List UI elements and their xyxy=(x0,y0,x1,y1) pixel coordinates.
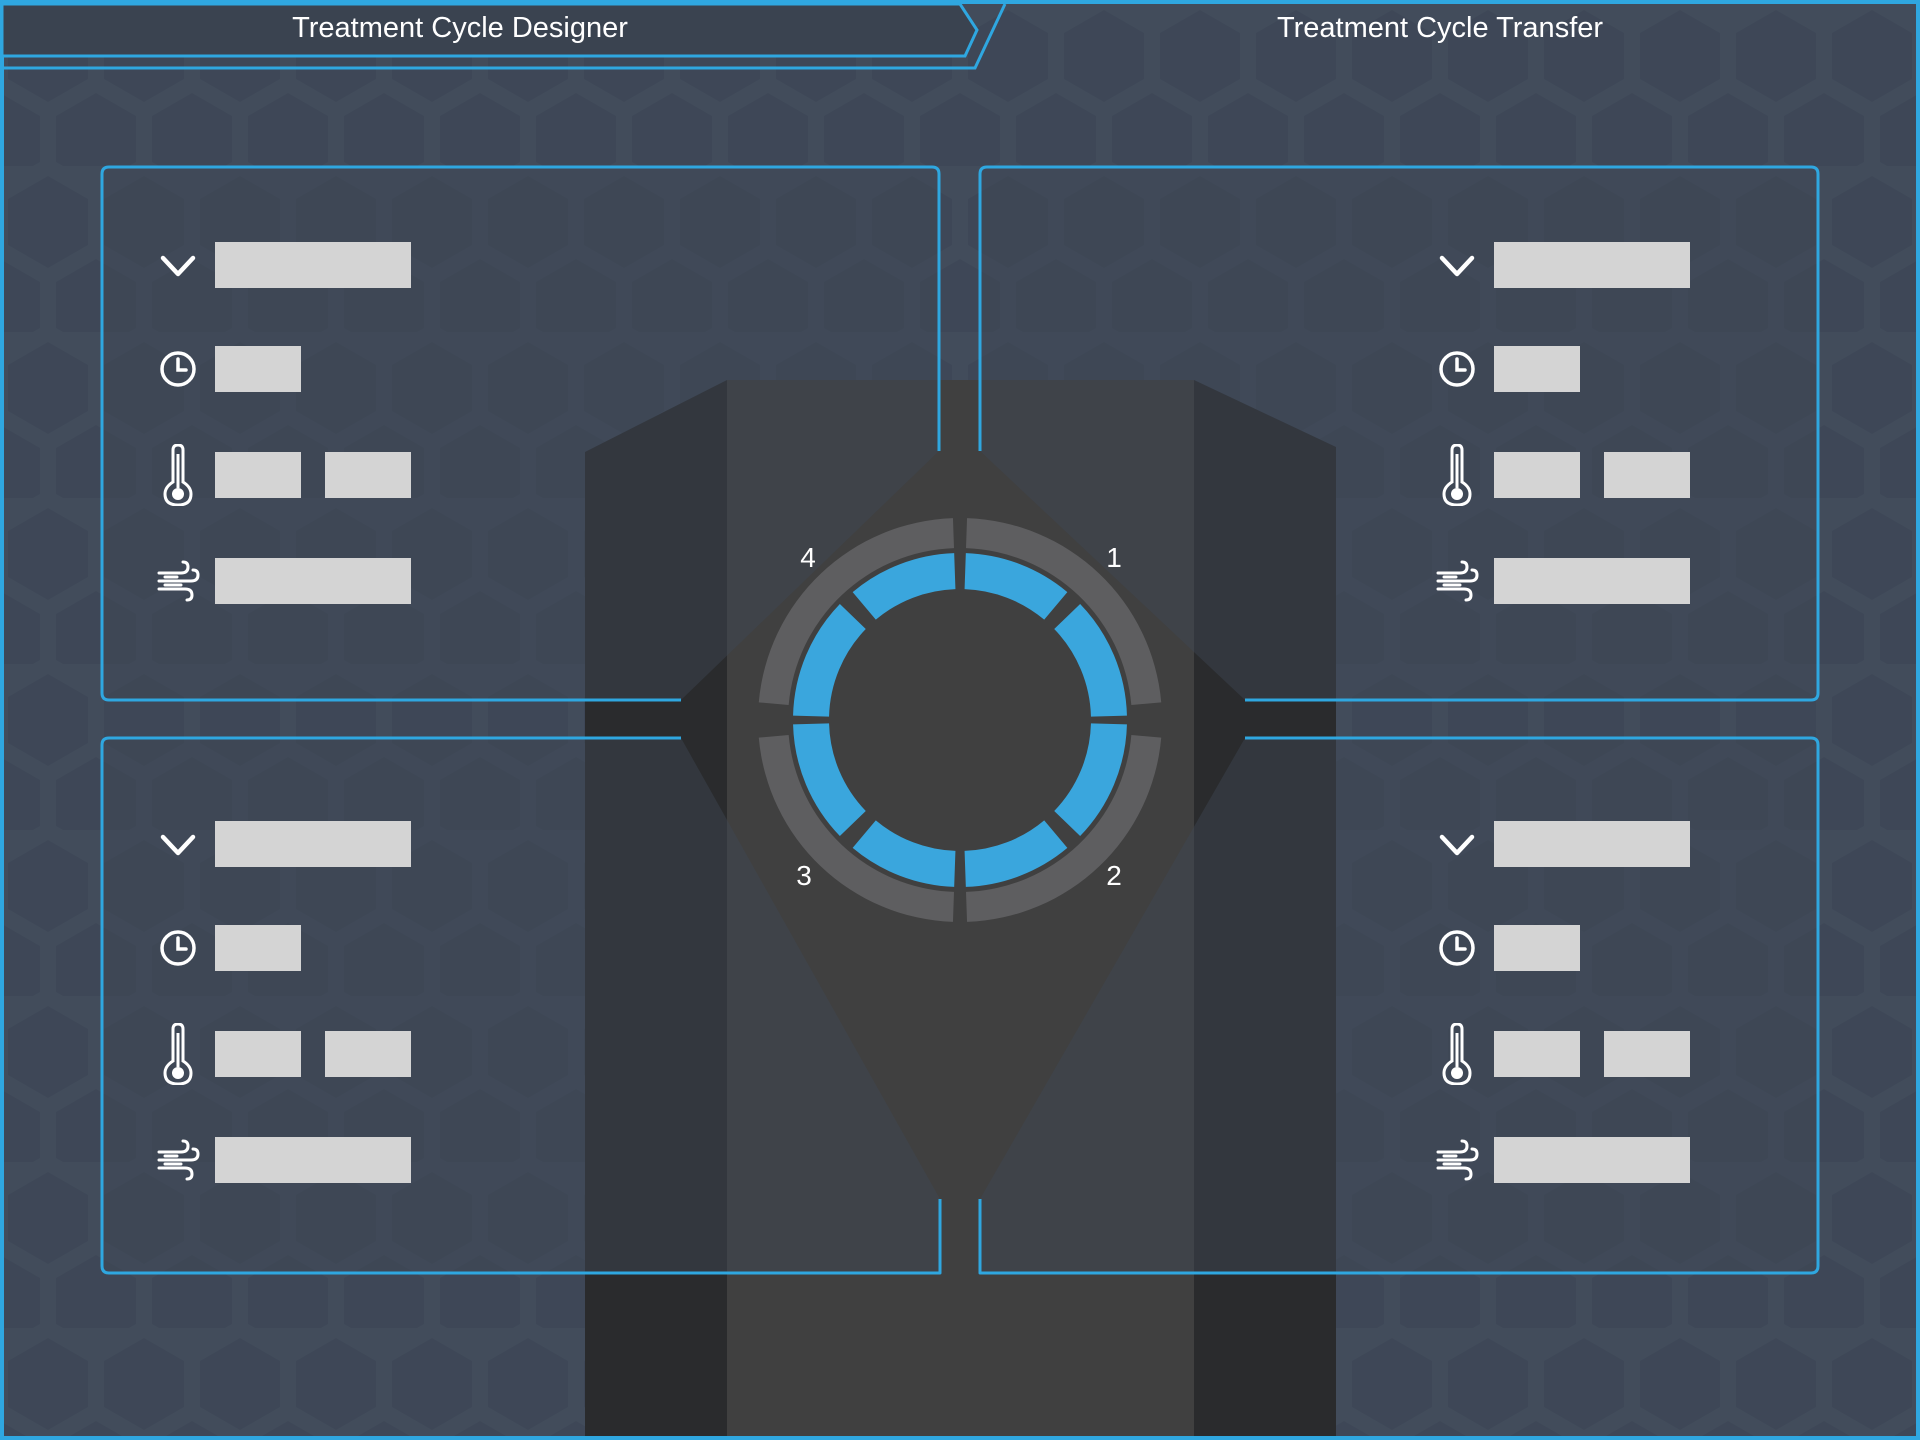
chevron-down-row xyxy=(1434,821,1694,867)
ring-segment-1[interactable] xyxy=(793,603,866,717)
duration-field[interactable] xyxy=(1494,925,1580,971)
chevron-down-icon[interactable] xyxy=(1434,242,1480,288)
thermometer-row xyxy=(1434,1023,1694,1085)
chevron-down-icon[interactable] xyxy=(155,242,201,288)
outer-arc-zone-3[interactable] xyxy=(758,734,954,922)
chevron-down-row xyxy=(155,821,415,867)
clock-icon xyxy=(1434,346,1480,392)
zone-label-1: 1 xyxy=(1106,542,1122,573)
zone-label-3: 3 xyxy=(796,860,812,891)
duration-field[interactable] xyxy=(1494,346,1580,392)
tab-designer-shape[interactable] xyxy=(0,2,979,58)
temp-min-field[interactable] xyxy=(215,452,301,498)
temp-max-field[interactable] xyxy=(1604,452,1690,498)
temp-min-field[interactable] xyxy=(215,1031,301,1077)
wind-row xyxy=(1434,1137,1694,1183)
chevron-down-row xyxy=(155,242,415,288)
zone-label-2: 2 xyxy=(1106,860,1122,891)
clock-icon xyxy=(155,346,201,392)
tab-treatment-cycle-transfer[interactable]: Treatment Cycle Transfer xyxy=(1276,12,1604,44)
ring-segment-4[interactable] xyxy=(1054,603,1127,717)
temp-min-field[interactable] xyxy=(1494,1031,1580,1077)
thermometer-icon xyxy=(1434,444,1480,506)
device-left-side xyxy=(585,380,727,1440)
thermometer-row xyxy=(1434,444,1694,506)
thermometer-row xyxy=(155,1023,415,1085)
wind-row xyxy=(155,1137,415,1183)
wind-row xyxy=(155,558,415,604)
wind-icon xyxy=(155,558,201,604)
thermometer-row xyxy=(155,444,415,506)
mode-dropdown[interactable] xyxy=(215,821,411,867)
clock-row xyxy=(1434,346,1694,392)
outer-arc-zone-2[interactable] xyxy=(966,734,1162,922)
clock-row xyxy=(155,925,415,971)
ring-segment-5[interactable] xyxy=(1054,723,1127,837)
thermometer-icon xyxy=(155,1023,201,1085)
wind-icon xyxy=(1434,1137,1480,1183)
tab-underline xyxy=(2,3,1007,70)
clock-row xyxy=(155,346,415,392)
thermometer-icon xyxy=(1434,1023,1480,1085)
mode-dropdown[interactable] xyxy=(215,242,411,288)
device-front xyxy=(727,380,1194,1440)
ring-segment-6[interactable] xyxy=(964,820,1068,887)
temp-max-field[interactable] xyxy=(1604,1031,1690,1077)
thermometer-icon xyxy=(155,444,201,506)
mode-dropdown[interactable] xyxy=(1494,821,1690,867)
airflow-field[interactable] xyxy=(1494,558,1690,604)
chevron-down-icon[interactable] xyxy=(155,821,201,867)
ring-segment-7[interactable] xyxy=(852,820,956,887)
wind-icon xyxy=(155,1137,201,1183)
clock-row xyxy=(1434,925,1694,971)
clock-icon xyxy=(1434,925,1480,971)
temp-min-field[interactable] xyxy=(1494,452,1580,498)
duration-field[interactable] xyxy=(215,346,301,392)
ring-segment-2[interactable] xyxy=(852,553,956,620)
device-right-side xyxy=(1194,380,1336,1440)
tab-treatment-cycle-designer[interactable]: Treatment Cycle Designer xyxy=(292,12,628,44)
ring-segment-3[interactable] xyxy=(964,553,1068,620)
zone-label-4: 4 xyxy=(800,542,816,573)
wind-icon xyxy=(1434,558,1480,604)
zone-dial xyxy=(758,518,1162,922)
chevron-down-row xyxy=(1434,242,1694,288)
outer-arc-zone-1[interactable] xyxy=(966,518,1162,706)
chevron-down-icon[interactable] xyxy=(1434,821,1480,867)
clock-icon xyxy=(155,925,201,971)
outer-arc-zone-4[interactable] xyxy=(758,518,954,706)
temp-max-field[interactable] xyxy=(325,452,411,498)
mode-dropdown[interactable] xyxy=(1494,242,1690,288)
airflow-field[interactable] xyxy=(1494,1137,1690,1183)
temp-max-field[interactable] xyxy=(325,1031,411,1077)
ring-segment-8[interactable] xyxy=(793,723,866,837)
airflow-field[interactable] xyxy=(215,558,411,604)
duration-field[interactable] xyxy=(215,925,301,971)
wind-row xyxy=(1434,558,1694,604)
airflow-field[interactable] xyxy=(215,1137,411,1183)
